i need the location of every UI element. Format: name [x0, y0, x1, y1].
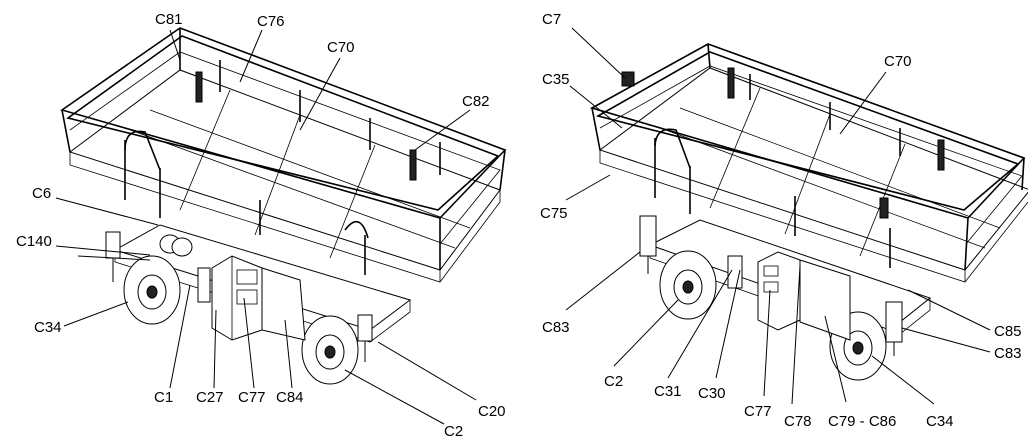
label-c84-left: C84 — [276, 389, 304, 406]
label-c2-left: C2 — [444, 423, 463, 436]
label-c27-left: C27 — [196, 389, 224, 406]
label-c2-right: C2 — [604, 373, 623, 390]
label-c81-left: C81 — [155, 11, 183, 28]
right-machine — [589, 43, 1028, 381]
left-labels: C81 C76 C70 C82 C6 C140 C34 C1 C27 C77 C… — [16, 11, 506, 436]
label-c77-right: C77 — [744, 403, 772, 420]
right-leader-lines — [565, 27, 991, 405]
label-c70-left: C70 — [327, 39, 355, 56]
label-c30-right: C30 — [698, 385, 726, 402]
label-c85-right: C85 — [994, 323, 1022, 340]
label-c75-right: C75 — [540, 205, 568, 222]
label-c31-right: C31 — [654, 383, 682, 400]
label-c76-left: C76 — [257, 13, 285, 30]
right-cover-panel — [799, 259, 851, 341]
label-c78-right: C78 — [784, 413, 812, 430]
label-c83-right-a: C83 — [542, 319, 570, 336]
right-labels: C7 C70 C35 C75 C83 C2 C31 C30 C77 C78 C7… — [540, 11, 1022, 430]
label-c79-c86-right: C79 - C86 — [828, 413, 896, 430]
left-leader-lines — [55, 29, 477, 425]
label-c140-left: C140 — [16, 233, 52, 250]
left-machine — [60, 27, 507, 385]
label-c70-right: C70 — [884, 53, 912, 70]
label-c83-right-b: C83 — [994, 345, 1022, 362]
label-c20-left: C20 — [478, 403, 506, 420]
label-c35-right: C35 — [542, 71, 570, 88]
label-c7-right: C7 — [542, 11, 561, 28]
label-c1-left: C1 — [154, 389, 173, 406]
label-c34-right: C34 — [926, 413, 954, 430]
left-cover-panel — [261, 267, 306, 341]
label-c34-left: C34 — [34, 319, 62, 336]
label-c6-left: C6 — [32, 185, 51, 202]
label-c82-left: C82 — [462, 93, 490, 110]
label-c77-left: C77 — [238, 389, 266, 406]
